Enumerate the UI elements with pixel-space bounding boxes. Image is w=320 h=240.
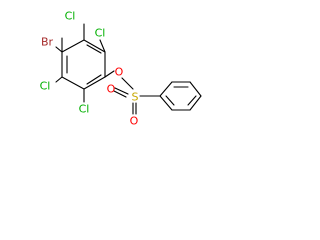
ring-double-bond [86,74,102,85]
atom-label-o: O [115,66,124,79]
bond-o-s [121,77,134,90]
ring-bond [83,39,106,53]
bond-s-o-double [113,90,127,98]
ring-bond [189,81,202,97]
ring-bond [83,76,106,90]
ring-double-bond [165,95,175,106]
bond-s-o-double [114,87,129,95]
atom-label-o: O [130,115,139,128]
ring-bond [159,95,173,111]
sulfonyl-group [113,87,137,115]
atom-label-o: O [107,83,116,96]
halogenated-benzene-ring [61,39,106,90]
bond-c-br [55,46,63,53]
bond-c-cl [55,76,63,83]
ring-bond [61,76,85,90]
atom-label-br: Br [41,36,54,49]
atom-label-cl: Cl [40,80,51,93]
ring-bond [61,39,85,53]
ring-double-bond [86,44,102,54]
atom-label-cl: Cl [79,103,90,116]
bond-c-o [104,70,115,78]
chemical-structure-diagram: Cl Cl Br Cl Cl O S O O [40,10,202,128]
ring-bond [189,95,202,111]
phenyl-ring [139,81,202,111]
atom-label-cl: Cl [65,10,76,23]
ring-double-bond [187,95,197,106]
atom-label-cl: Cl [95,27,106,40]
atom-label-s: S [132,91,139,104]
bond-c-cl [99,39,106,53]
ring-bond [159,81,173,97]
